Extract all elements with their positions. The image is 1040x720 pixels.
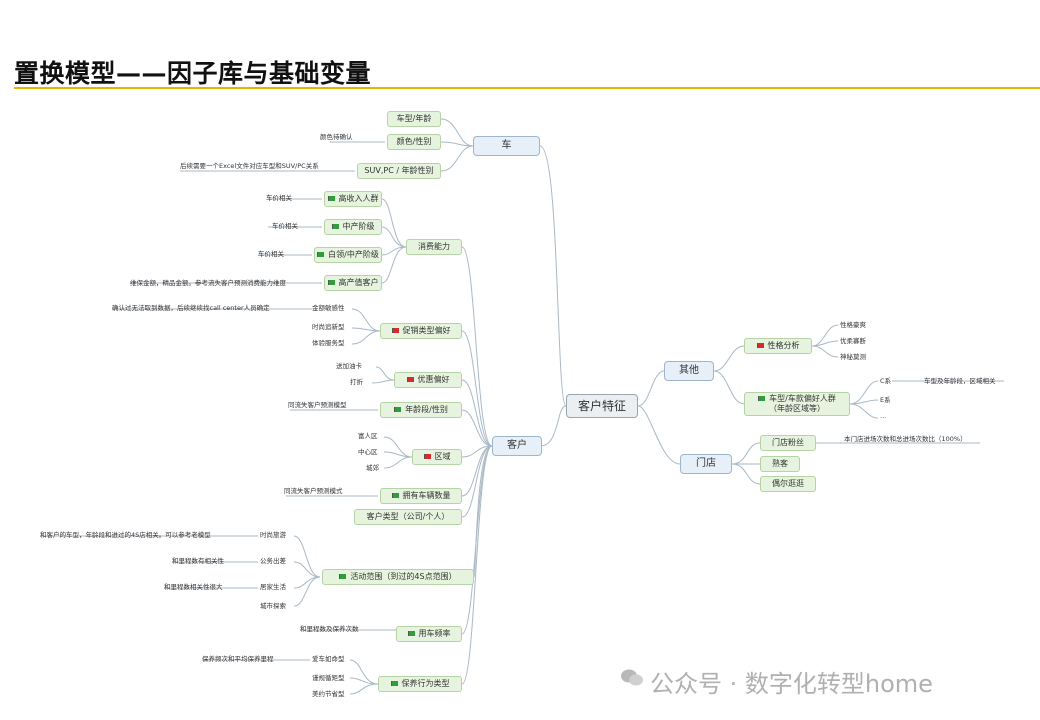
red-flag-icon xyxy=(406,377,414,382)
node-label: 年龄段/性别 xyxy=(405,405,448,414)
usage-node[interactable]: 用车频率 xyxy=(396,626,462,642)
personality-item-3: 神秘莫测 xyxy=(840,353,866,361)
branch-other[interactable]: 其他 xyxy=(664,361,714,381)
node-label: 用车频率 xyxy=(418,629,451,638)
car-note-excel: 后续需要一个Excel文件对应车型和SUV/PC关系 xyxy=(180,162,319,170)
activity-note-2: 和里程数有相关性 xyxy=(172,557,224,565)
branch-car[interactable]: 车 xyxy=(473,136,540,156)
consumption-note-1: 车价相关 xyxy=(266,194,292,202)
white-collar-node[interactable]: 白领/中产阶级 xyxy=(314,247,382,263)
wechat-icon xyxy=(621,669,643,686)
vehicles-note: 同流失客户预测模式 xyxy=(284,487,343,495)
red-flag-icon xyxy=(756,343,764,348)
activity-item-3: 居家生活 xyxy=(260,583,286,591)
node-label: 促销类型偏好 xyxy=(402,326,451,335)
green-flag-icon xyxy=(407,631,415,636)
promotion-item-2: 时尚追新型 xyxy=(312,323,345,331)
preference-node[interactable]: 车型/车款偏好人群（年龄区域等） xyxy=(744,392,850,416)
discount-node[interactable]: 优惠偏好 xyxy=(394,372,462,388)
activity-note-1: 和客户的车型，年龄段和进过的4S店相关。可以参考老模型 xyxy=(40,531,211,539)
node-label: 中产阶级 xyxy=(342,222,375,231)
discount-item-2: 打折 xyxy=(350,378,363,386)
node-label: 保养行为类型 xyxy=(401,679,450,688)
consumption-note-3: 车价相关 xyxy=(258,250,284,258)
node-label: 区域 xyxy=(434,452,451,461)
page-title: 置换模型——因子库与基础变量 xyxy=(14,59,372,88)
green-flag-icon xyxy=(327,196,335,201)
region-node[interactable]: 区域 xyxy=(412,449,462,465)
watermark: 公众号 · 数字化转型home xyxy=(650,670,933,698)
personality-item-2: 优柔寡断 xyxy=(840,337,866,345)
personality-item-1: 性格豪爽 xyxy=(840,321,866,329)
car-note-color: 颜色待确认 xyxy=(320,133,353,141)
branch-customer[interactable]: 客户 xyxy=(492,436,542,456)
red-flag-icon xyxy=(391,328,399,333)
branch-store[interactable]: 门店 xyxy=(680,454,732,474)
node-label: 优惠偏好 xyxy=(417,375,450,384)
green-flag-icon xyxy=(327,280,335,285)
activity-note-3: 和里程数相关性很大 xyxy=(164,583,223,591)
customer-type-node[interactable]: 客户类型（公司/个人） xyxy=(354,509,462,525)
discount-item-1: 送加油卡 xyxy=(336,362,362,370)
activity-item-1: 时尚旅游 xyxy=(260,531,286,539)
maintenance-item-2: 谨规循矩型 xyxy=(312,674,345,682)
promotion-note: 确认过无法取到数据，后续继续找call center人员确定 xyxy=(112,304,270,312)
high-income-node[interactable]: 高收入人群 xyxy=(324,191,382,207)
preference-item-1: C系 xyxy=(880,377,892,385)
middle-class-node[interactable]: 中产阶级 xyxy=(324,219,382,235)
node-sublabel: （年龄区域等） xyxy=(769,404,825,413)
maintenance-note: 保养频次和平均保养里程 xyxy=(202,655,274,663)
store-note: 本门店进场次数和总进场次数比（100%） xyxy=(844,435,967,443)
maintenance-item-1: 爱车如命型 xyxy=(312,655,345,663)
maintenance-node[interactable]: 保养行为类型 xyxy=(378,676,462,692)
car-color-gender-node[interactable]: 颜色/性别 xyxy=(387,134,441,150)
age-gender-node[interactable]: 年龄段/性别 xyxy=(380,402,462,418)
consumption-node[interactable]: 消费能力 xyxy=(406,239,462,255)
green-flag-icon xyxy=(331,224,339,229)
region-item-1: 富人区 xyxy=(358,432,378,440)
occasional-visitor-node[interactable]: 偶尔逛逛 xyxy=(760,476,816,492)
green-flag-icon xyxy=(391,493,399,498)
node-label: 高收入人群 xyxy=(338,194,379,203)
green-flag-icon xyxy=(339,574,347,579)
promotion-node[interactable]: 促销类型偏好 xyxy=(380,323,462,339)
node-label: 白领/中产阶级 xyxy=(328,250,379,259)
red-flag-icon xyxy=(423,454,431,459)
preference-item-3: ... xyxy=(880,412,887,420)
activity-item-2: 公务出差 xyxy=(260,557,286,565)
car-type-age-node[interactable]: 车型/年龄 xyxy=(387,111,441,127)
high-value-node[interactable]: 高产值客户 xyxy=(324,275,382,291)
consumption-note-2: 车价相关 xyxy=(272,222,298,230)
regular-customer-node[interactable]: 熟客 xyxy=(760,456,800,472)
car-suv-pc-node[interactable]: SUV,PC / 年龄性别 xyxy=(357,163,441,179)
activity-node[interactable]: 活动范围（到过的4S点范围） xyxy=(322,569,474,585)
green-flag-icon xyxy=(390,681,398,686)
vehicles-node[interactable]: 拥有车辆数量 xyxy=(380,488,462,504)
consumption-note-4: 维保金额，精品金额。参考流失客户预测消费能力维度 xyxy=(130,279,286,287)
green-flag-icon xyxy=(394,407,402,412)
age-gender-note: 同流失客户预测模型 xyxy=(288,401,347,409)
region-item-3: 城郊 xyxy=(366,464,379,472)
usage-note: 和里程数及保养次数 xyxy=(300,625,359,633)
activity-item-4: 城市探索 xyxy=(260,602,286,610)
store-fans-node[interactable]: 门店粉丝 xyxy=(760,435,816,451)
title-underline xyxy=(14,87,1040,89)
preference-note: 车型及年龄段，区域相关 xyxy=(924,377,996,385)
node-label: 车型/车款偏好人群 xyxy=(769,394,836,403)
root-node[interactable]: 客户特征 xyxy=(566,394,638,418)
promotion-item-3: 体验服务型 xyxy=(312,339,345,347)
region-item-2: 中心区 xyxy=(358,448,378,456)
node-label: 高产值客户 xyxy=(338,278,379,287)
node-label: 活动范围（到过的4S点范围） xyxy=(350,572,457,581)
personality-node[interactable]: 性格分析 xyxy=(744,338,812,354)
node-label: 拥有车辆数量 xyxy=(402,491,451,500)
preference-item-2: E系 xyxy=(880,396,891,404)
promotion-item-1: 金额敏感性 xyxy=(312,304,345,312)
green-flag-icon xyxy=(317,252,325,257)
node-label: 性格分析 xyxy=(767,341,800,350)
green-flag-icon xyxy=(758,396,766,401)
maintenance-item-3: 美约节省型 xyxy=(312,690,345,698)
